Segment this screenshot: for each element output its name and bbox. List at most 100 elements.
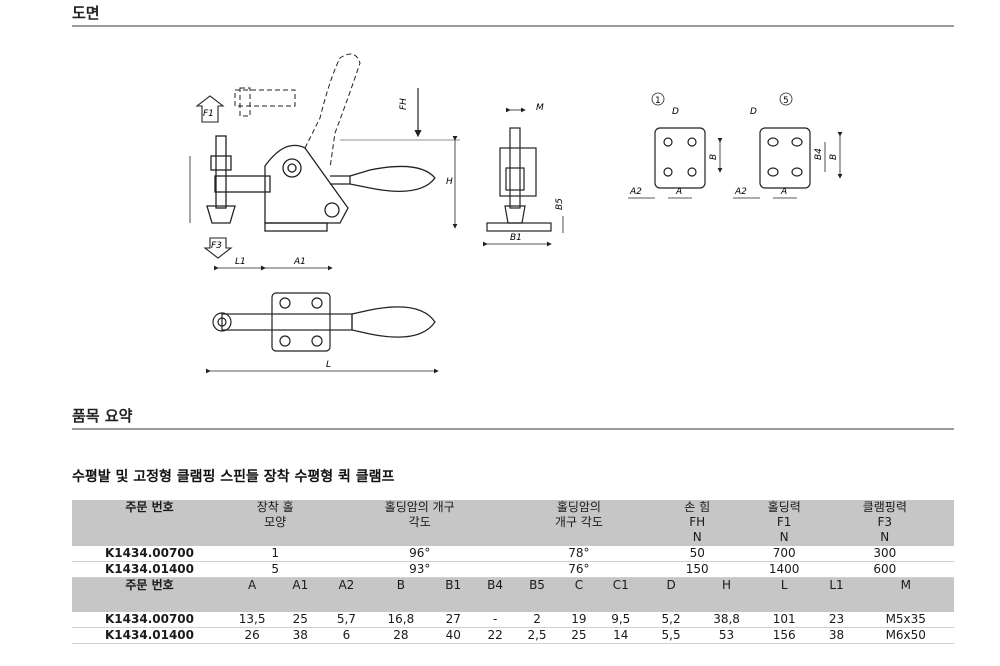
- order-code-cell: K1434.00700: [72, 612, 228, 628]
- table-cell: 101: [752, 612, 816, 628]
- label-B-1: B: [709, 154, 719, 160]
- label-D-1: D: [672, 107, 679, 117]
- table-cell: 28: [369, 627, 433, 644]
- header-cell: B: [369, 577, 433, 612]
- label-A1: A1: [293, 257, 306, 267]
- summary-section-title: 품목 요약: [72, 407, 133, 425]
- header-cell: A: [227, 577, 278, 612]
- table-cell: 2: [516, 612, 558, 628]
- table-cell: 5: [227, 561, 324, 578]
- table-cell: 5,7: [323, 612, 370, 628]
- table-cell: 50: [641, 546, 753, 562]
- table-cell: 1400: [752, 561, 816, 578]
- table-cell: 150: [641, 561, 753, 578]
- label-F3: F3: [211, 241, 222, 251]
- table-cell: 38: [277, 627, 324, 644]
- table-cell: 6: [323, 627, 370, 644]
- header-cell: D: [641, 577, 701, 612]
- table-cell: 38,8: [700, 612, 753, 628]
- header-cell: 주문 번호: [72, 500, 228, 546]
- label-A2-5: A2: [734, 187, 747, 197]
- order-code-cell: K1434.00700: [72, 546, 228, 562]
- table-cell: 25: [557, 627, 600, 644]
- handle-shape: [349, 165, 436, 192]
- table-cell: 2,5: [516, 627, 558, 644]
- side-view: [206, 135, 436, 232]
- base-plate-shape: [264, 222, 328, 232]
- table-cell: 38: [815, 627, 858, 644]
- label-D-5: D: [750, 107, 757, 117]
- table-cell: 27: [432, 612, 475, 628]
- label-L: L: [326, 360, 331, 370]
- table-cell: 16,8: [369, 612, 433, 628]
- header-cell: B4: [474, 577, 517, 612]
- order-code-cell: K1434.01400: [72, 561, 228, 578]
- drawing-section-title: 도면: [72, 4, 100, 22]
- table-cell: 600: [815, 561, 954, 578]
- header-cell: M: [857, 577, 954, 612]
- label-M: M: [536, 103, 544, 113]
- header-cell: L1: [815, 577, 858, 612]
- open-position-outline: [234, 53, 361, 169]
- order-code-cell: K1434.01400: [72, 627, 228, 644]
- table-cell: 5,5: [641, 627, 701, 644]
- label-B5: B5: [555, 198, 565, 210]
- table-cell: 23: [815, 612, 858, 628]
- table-cell: 9,5: [599, 612, 642, 628]
- label-F1: F1: [203, 109, 214, 119]
- table-cell: M5x35: [857, 612, 954, 628]
- summary-section-rule: [72, 428, 954, 430]
- label-A2-1: A2: [629, 187, 642, 197]
- header-cell: C1: [599, 577, 642, 612]
- table-cell: 40: [432, 627, 475, 644]
- label-A-1: A: [675, 187, 682, 197]
- label-A-5: A: [780, 187, 787, 197]
- clamp-body-shape: [264, 144, 349, 224]
- table-cell: 300: [815, 546, 954, 562]
- header-cell: L: [752, 577, 816, 612]
- label-L1: L1: [235, 257, 246, 267]
- label-variant-5: 5: [783, 96, 789, 106]
- drawing-section-rule: [72, 25, 954, 27]
- table-cell: 19: [557, 612, 600, 628]
- table-cell: 25: [277, 612, 324, 628]
- table-cell: 22: [474, 627, 517, 644]
- label-C: C: [180, 203, 183, 210]
- table-cell: 13,5: [227, 612, 278, 628]
- header-cell: H: [700, 577, 753, 612]
- table-cell: 156: [752, 627, 816, 644]
- technical-drawing: F1 F3 FH H C1 C L1 A1 M B5 B1 L: [180, 53, 843, 374]
- hole-pattern-variant-1: [654, 127, 706, 189]
- label-variant-1: 1: [655, 96, 661, 106]
- table-cell: 26: [227, 627, 278, 644]
- header-cell: A2: [323, 577, 370, 612]
- table-cell: 1: [227, 546, 324, 562]
- table-cell: 96°: [323, 546, 517, 562]
- label-FH: FH: [399, 98, 409, 110]
- front-view: [486, 127, 552, 232]
- label-B-5: B: [829, 154, 839, 160]
- table-cell: 78°: [516, 546, 642, 562]
- table-cell: -: [474, 612, 517, 628]
- header-cell: B1: [432, 577, 475, 612]
- top-view: [212, 292, 436, 352]
- label-B1: B1: [510, 233, 522, 243]
- hole-pattern-variant-5: [759, 127, 811, 189]
- table-cell: 53: [700, 627, 753, 644]
- label-B4: B4: [814, 148, 824, 160]
- header-cell: 주문 번호: [72, 577, 228, 612]
- header-cell: C: [557, 577, 600, 612]
- table-cell: M6x50: [857, 627, 954, 644]
- label-H: H: [446, 177, 453, 187]
